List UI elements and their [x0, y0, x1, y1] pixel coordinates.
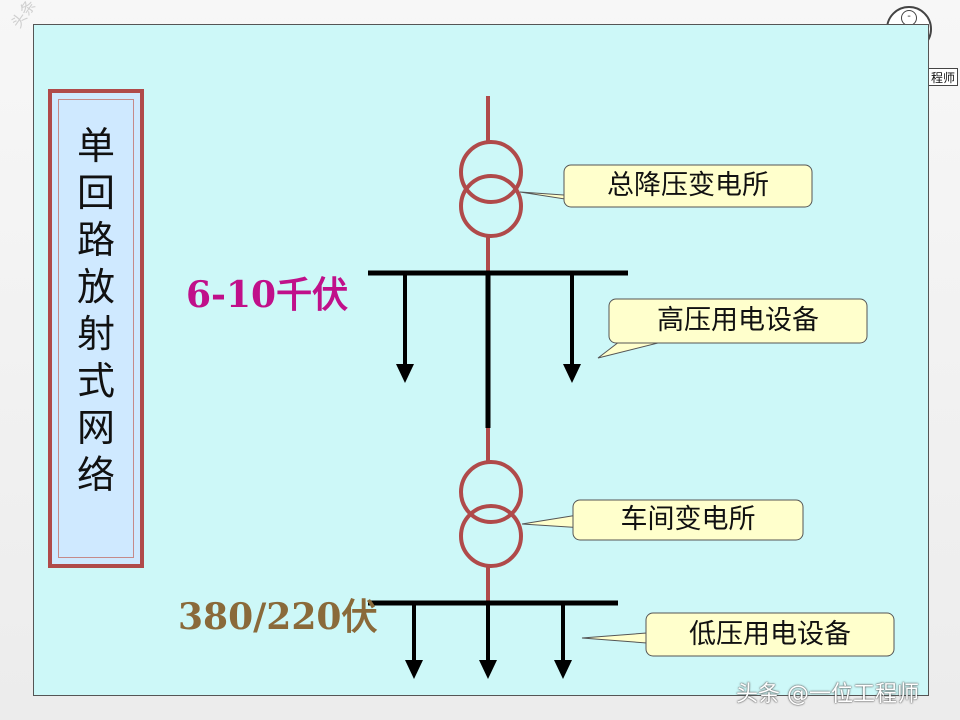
title-char: 射	[76, 312, 115, 356]
title-char: 网	[76, 406, 115, 450]
title-char: 式	[76, 359, 115, 403]
workshop-transformer-icon	[459, 460, 523, 568]
hv-feeder-left	[396, 273, 414, 383]
callout-lv-equipment	[581, 612, 895, 657]
title-inner-frame	[58, 99, 134, 558]
lv-feeder-middle	[479, 603, 497, 679]
title-char: 路	[76, 218, 115, 262]
low-voltage-label: 380/220伏	[178, 596, 378, 638]
callout-hv-equipment	[597, 298, 868, 359]
callout-label-workshop-substation: 车间变电所	[620, 504, 756, 535]
lv-feeder-left	[405, 603, 423, 679]
vertical-title: 单 回 路 放 射 式 网 络	[52, 123, 140, 499]
title-char: 单	[76, 124, 115, 168]
callout-label-lv-equipment: 低压用电设备	[689, 619, 851, 650]
footer-watermark: 头条 @一位工程师	[736, 682, 919, 707]
callout-workshop-substation	[521, 499, 804, 541]
diagram-panel	[33, 24, 929, 696]
main-transformer-icon	[459, 140, 523, 238]
title-char: 回	[76, 171, 115, 215]
title-char: 放	[76, 265, 115, 309]
lv-feeder-right	[554, 603, 572, 679]
callout-main-substation	[519, 164, 813, 208]
vertical-title-box: 单 回 路 放 射 式 网 络	[48, 89, 144, 568]
callout-label-main-substation: 总降压变电所	[607, 170, 769, 201]
callout-label-hv-equipment: 高压用电设备	[657, 305, 819, 336]
high-voltage-label: 6-10千伏	[186, 274, 349, 316]
title-char: 络	[76, 453, 115, 497]
hv-feeder-right	[563, 273, 581, 383]
